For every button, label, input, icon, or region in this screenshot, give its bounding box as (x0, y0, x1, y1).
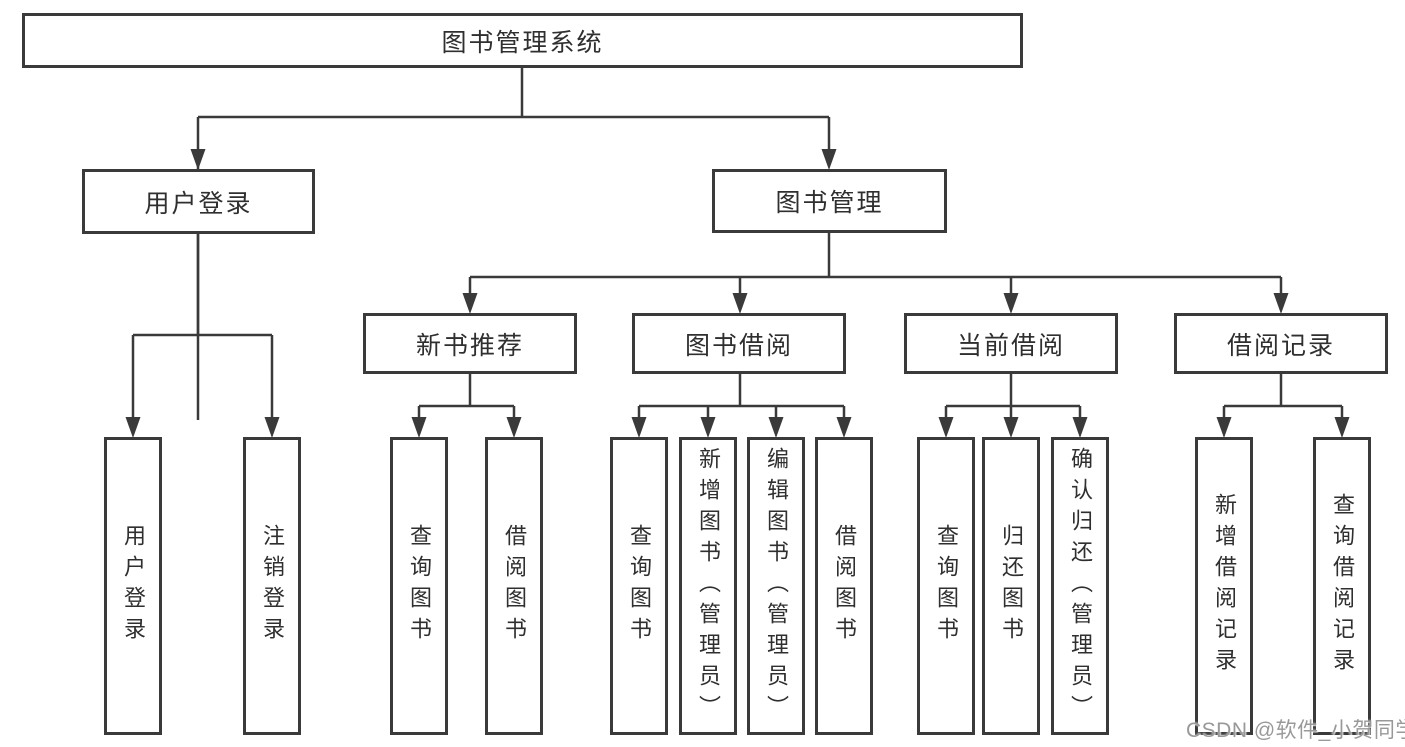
node-user-login-label: 用户登录 (144, 189, 253, 218)
leaf-query-borrow-record: 查询借阅记录 (1313, 437, 1371, 735)
leaf-current-query-books: 查询图书 (917, 437, 975, 735)
node-user-login: 用户登录 (82, 169, 315, 234)
node-library-system-label: 图书管理系统 (441, 28, 604, 57)
node-book-borrowing: 图书借阅 (632, 313, 846, 374)
node-book-management-label: 图书管理 (775, 189, 884, 217)
node-new-book-recommend: 新书推荐 (363, 313, 577, 374)
connector-borrowing-branch (637, 374, 846, 424)
arrowheads (125, 149, 1350, 438)
leaf-logout: 注销登录 (243, 437, 301, 735)
leaf-borrowing-query-books: 查询图书 (610, 437, 668, 735)
connector-root-to-level2 (196, 68, 831, 420)
leaf-add-borrow-record: 新增借阅记录 (1195, 437, 1253, 735)
node-borrowing-records: 借阅记录 (1174, 313, 1388, 374)
leaf-return-books: 归还图书 (982, 437, 1040, 735)
connector-new-books-branch (417, 374, 516, 424)
leaf-edit-books-admin: 编辑图书（管理员） (747, 437, 805, 735)
node-borrowing-records-label: 借阅记录 (1226, 331, 1335, 360)
leaf-borrowing-borrow-books: 借阅图书 (815, 437, 873, 735)
node-book-borrowing-label: 图书借阅 (684, 331, 793, 360)
connector-book-mgmt-branch (468, 233, 1283, 300)
connector-records-branch (1222, 374, 1344, 424)
node-current-borrowing-label: 当前借阅 (956, 331, 1065, 360)
leaf-query-books: 查询图书 (390, 437, 448, 735)
leaf-add-books-admin: 新增图书（管理员） (679, 437, 737, 735)
csdn-watermark: CSDN @软件_小贺同学 (1186, 719, 1405, 742)
node-new-book-recommend-label: 新书推荐 (415, 331, 524, 360)
node-book-management: 图书管理 (712, 169, 947, 233)
leaf-user-login: 用户登录 (104, 437, 162, 735)
node-library-system: 图书管理系统 (22, 13, 1023, 68)
leaf-confirm-return-admin: 确认归还（管理员） (1051, 437, 1109, 735)
leaf-borrow-books: 借阅图书 (485, 437, 543, 735)
connector-user-login-branch (131, 234, 274, 424)
node-current-borrowing: 当前借阅 (904, 313, 1118, 374)
connector-current-branch (944, 374, 1082, 424)
